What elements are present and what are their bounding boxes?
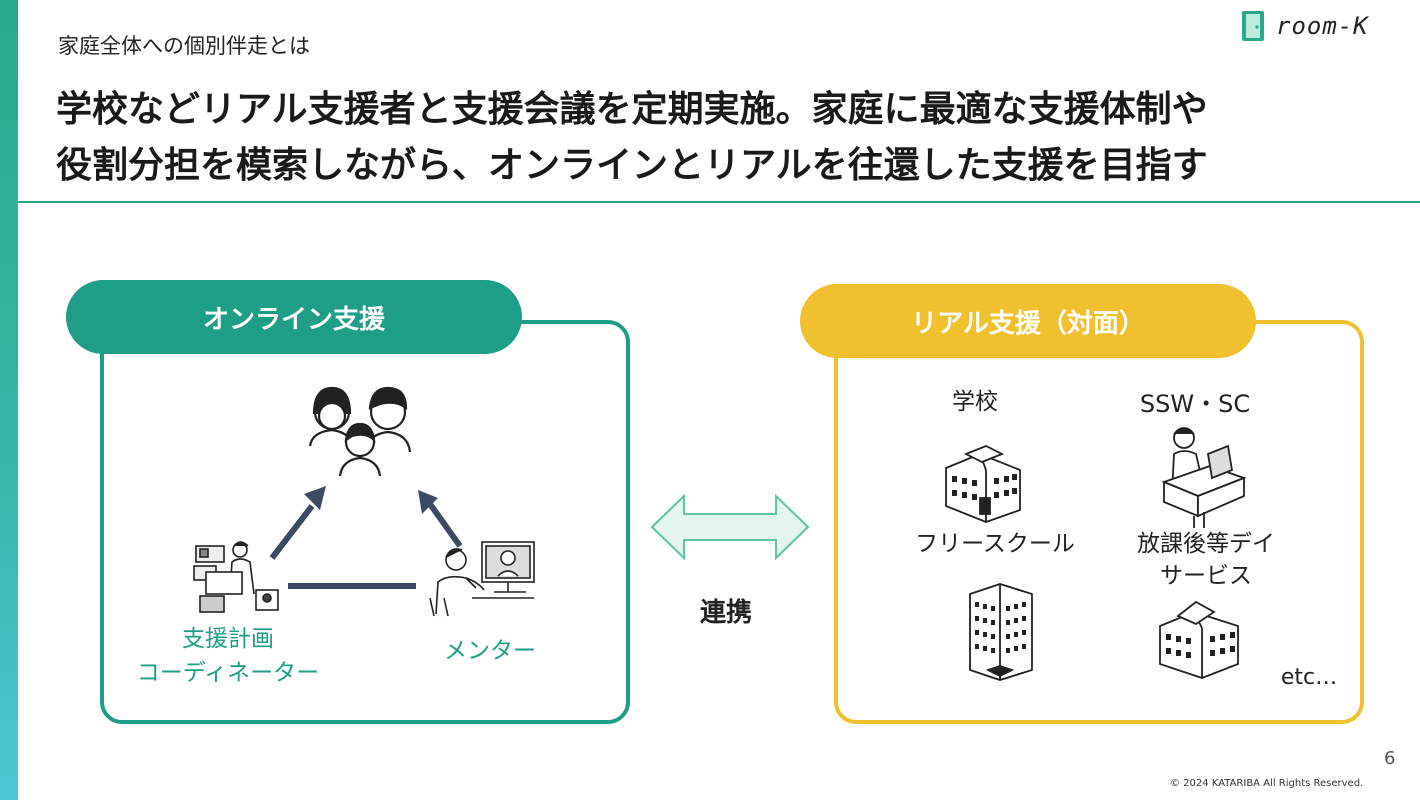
facility-building-icon bbox=[1159, 600, 1239, 679]
left-accent-bar bbox=[0, 0, 18, 800]
office-building-icon bbox=[969, 583, 1033, 681]
online-support-title: オンライン支援 bbox=[66, 280, 522, 354]
ssw-sc-label: SSW・SC bbox=[1139, 390, 1251, 418]
counselor-desk-icon bbox=[1161, 427, 1247, 528]
mentor-icon bbox=[429, 541, 535, 617]
coordinator-icon bbox=[193, 541, 279, 613]
after-school-label-line-2: サービス bbox=[1160, 563, 1252, 589]
coordinator-label: 支援計画 コーディネーター bbox=[128, 622, 328, 690]
collaboration-label: 連携 bbox=[700, 598, 753, 628]
free-school-label: フリースクール bbox=[915, 531, 1075, 557]
school-building-icon bbox=[945, 445, 1021, 523]
real-support-panel bbox=[834, 320, 1364, 724]
after-school-label-line-1: 放課後等デイ bbox=[1137, 531, 1275, 557]
family-icon bbox=[308, 386, 412, 477]
door-icon bbox=[1242, 11, 1264, 41]
mentor-label: メンター bbox=[444, 638, 536, 664]
online-support-panel bbox=[100, 320, 630, 724]
double-arrow-icon bbox=[650, 493, 810, 561]
after-school-day-service-label: 放課後等デイ サービス bbox=[1126, 528, 1286, 592]
headline-line-1: 学校などリアル支援者と支援会議を定期実施。家庭に最適な支援体制や bbox=[56, 89, 1208, 130]
logo-text: room-K bbox=[1276, 12, 1369, 40]
coordinator-label-line-2: コーディネーター bbox=[136, 660, 320, 686]
room-k-logo: room-K bbox=[1240, 8, 1369, 44]
school-label: 学校 bbox=[952, 389, 998, 415]
coordinator-label-line-1: 支援計画 bbox=[182, 626, 274, 652]
copyright-notice: © 2024 KATARIBA All Rights Reserved. bbox=[1170, 778, 1364, 789]
triangle-arrows bbox=[269, 486, 463, 589]
slide-subtitle: 家庭全体への個別伴走とは bbox=[58, 34, 310, 58]
real-support-title: リアル支援（対面） bbox=[800, 284, 1256, 358]
page-number: 6 bbox=[1384, 748, 1396, 769]
headline-line-2: 役割分担を模索しながら、オンラインとリアルを往還した支援を目指す bbox=[56, 145, 1208, 186]
slide-headline: 学校などリアル支援者と支援会議を定期実施。家庭に最適な支援体制や 役割分担を模索… bbox=[56, 82, 1356, 194]
header-divider bbox=[18, 201, 1420, 203]
etc-label: etc… bbox=[1280, 665, 1338, 690]
